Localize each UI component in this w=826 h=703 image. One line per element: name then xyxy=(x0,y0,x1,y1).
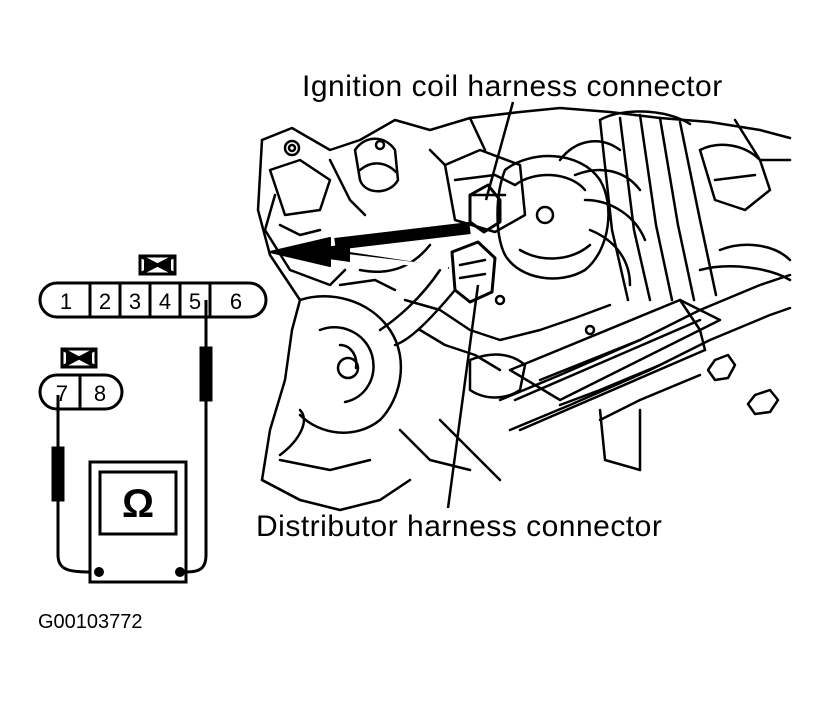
connector-a-pin-3: 3 xyxy=(129,289,141,314)
ignition-coil-connector-label: Ignition coil harness connector xyxy=(302,70,723,103)
distributor-connector-label: Distributor harness connector xyxy=(256,510,663,543)
test-leads xyxy=(51,300,213,574)
ohmmeter-terminal-left xyxy=(94,567,104,577)
ohmmeter: Ω xyxy=(88,460,188,584)
connector-a-pin-6: 6 xyxy=(230,289,242,314)
leader-line-coil xyxy=(484,101,515,201)
connector-a-pin-4: 4 xyxy=(159,289,171,314)
connector-a-pin-1: 1 xyxy=(60,289,72,314)
ohmmeter-terminal-right xyxy=(175,567,185,577)
ohm-icon: Ω xyxy=(122,482,154,526)
engine-bay-illustration xyxy=(256,106,792,512)
connector-a-body xyxy=(38,281,268,319)
ohmmeter-display xyxy=(98,470,178,536)
probe-left xyxy=(51,446,65,502)
connector-b-latch-icon xyxy=(60,347,98,369)
connector-a-pin-5: 5 xyxy=(189,289,201,314)
connector-a: 1 2 3 4 5 6 xyxy=(38,254,268,319)
leader-lines xyxy=(446,101,515,509)
figure-code: G00103772 xyxy=(38,611,143,633)
connector-arrow xyxy=(269,222,471,270)
connector-a-pin-2: 2 xyxy=(99,289,111,314)
connector-b: 7 8 xyxy=(38,347,124,411)
connector-b-pin-8: 8 xyxy=(94,381,106,406)
probe-right xyxy=(199,346,213,402)
leader-line-distributor xyxy=(446,284,480,509)
